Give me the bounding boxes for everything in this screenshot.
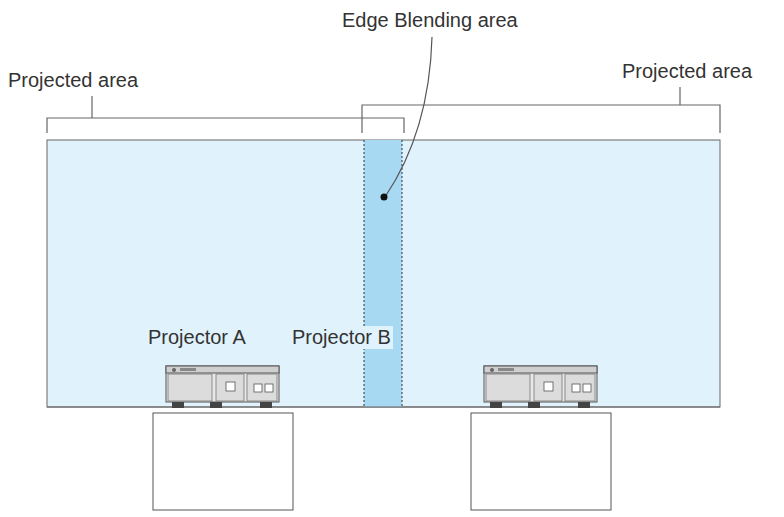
area-label: Projected area — [6, 69, 140, 92]
area-label: Projected area — [620, 60, 754, 83]
projector-label: Projector B — [290, 326, 393, 349]
callout-label: Edge Blending area — [340, 9, 520, 32]
projector-label: Projector A — [146, 326, 248, 349]
edge-blending-band — [364, 140, 402, 407]
